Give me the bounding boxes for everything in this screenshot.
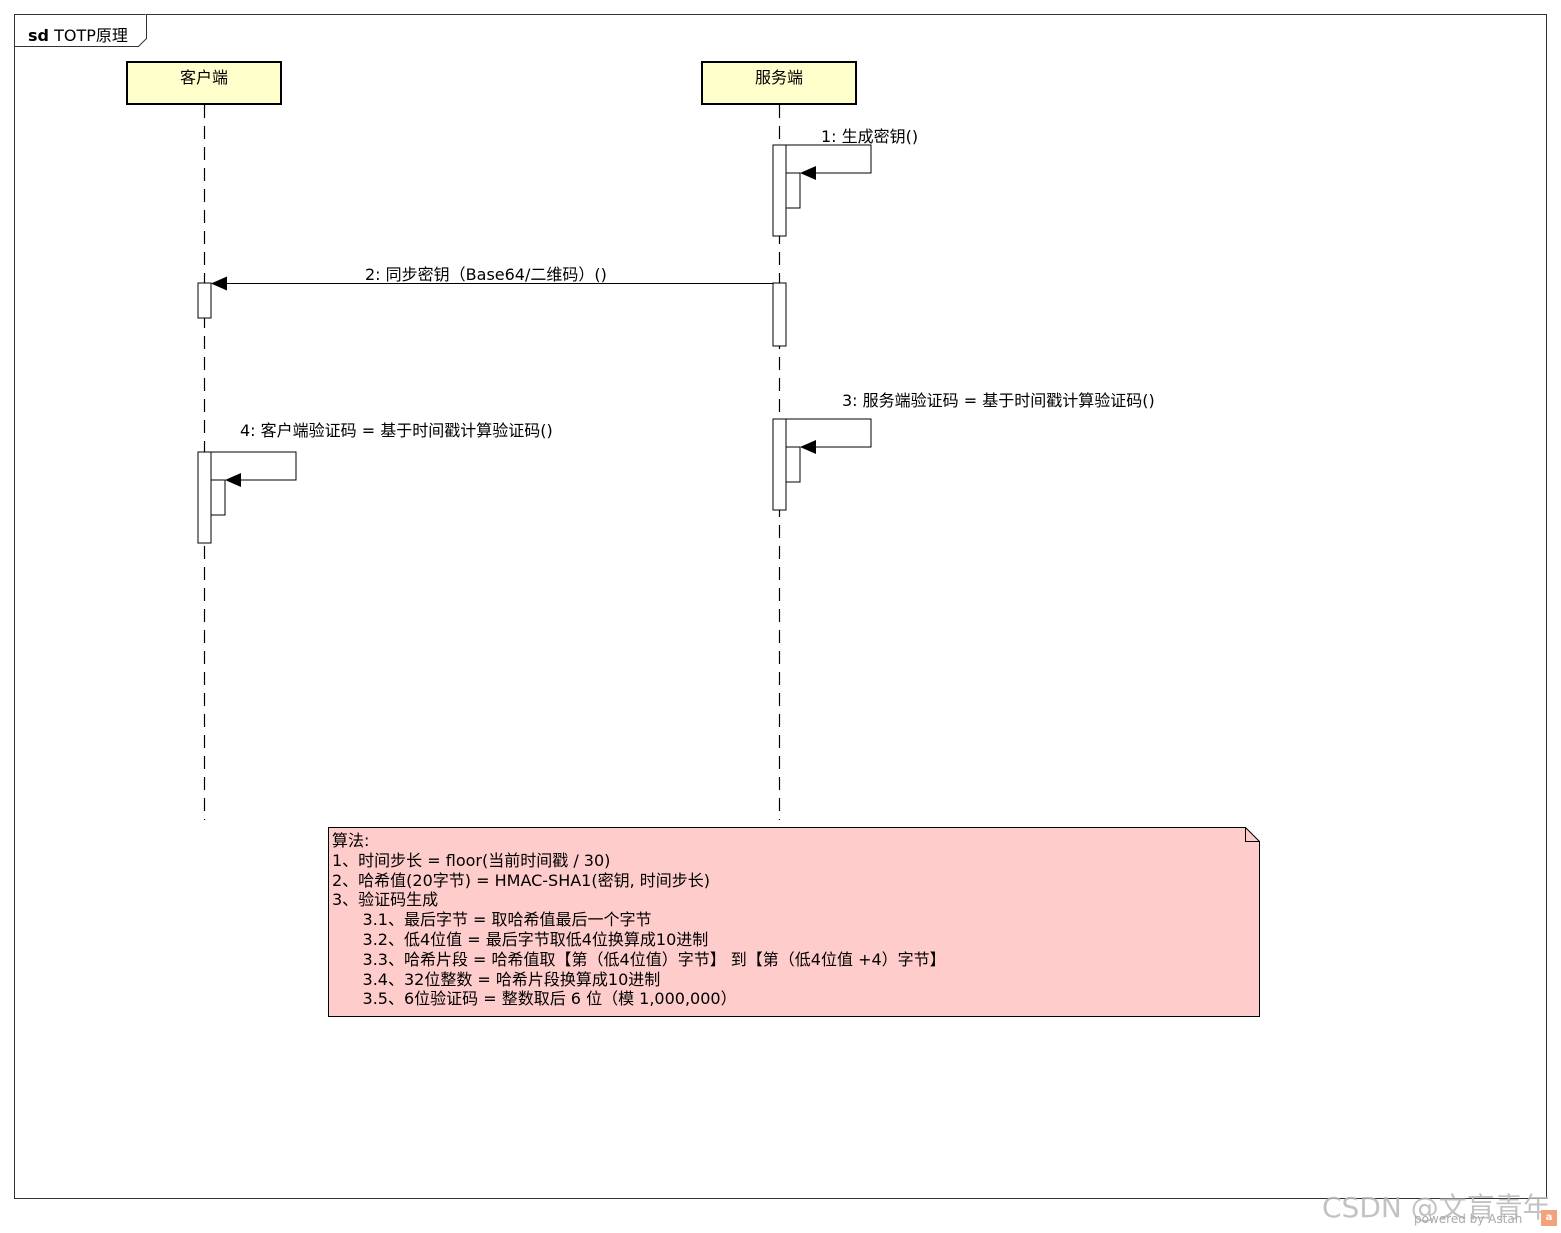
- message-3-arrow: [786, 418, 872, 454]
- frame-keyword: sd: [28, 26, 49, 45]
- frame-title: sd TOTP原理: [28, 22, 128, 46]
- server-activation-1: [772, 144, 787, 237]
- note-line: 3.1、最后字节 = 取哈希值最后一个字节: [332, 910, 652, 930]
- message-1-arrow: [786, 144, 872, 180]
- server-activation-1-nested: [785, 172, 801, 209]
- powered-by-label: powered by Astah: [1414, 1212, 1523, 1226]
- algorithm-note-text: 算法:1、时间步长 = floor(当前时间戳 / 30)2、哈希值(20字节)…: [332, 831, 946, 1009]
- note-line: 3.4、32位整数 = 哈希片段换算成10进制: [332, 969, 661, 989]
- server-activation-3-nested: [785, 446, 801, 483]
- note-line: 3.5、6位验证码 = 整数取后 6 位（模 1,000,000）: [332, 989, 737, 1009]
- message-4-label: 4: 客户端验证码 = 基于时间戳计算验证码(): [240, 421, 553, 440]
- server-lifeline-head[interactable]: 服务端: [701, 61, 857, 105]
- client-activation-4-nested: [210, 479, 226, 516]
- message-2-label: 2: 同步密钥（Base64/二维码）(): [365, 265, 607, 284]
- note-line: 3、验证码生成: [332, 890, 439, 910]
- note-line: 算法:: [332, 831, 370, 850]
- client-activation-2: [197, 282, 212, 319]
- diagram-frame: [14, 14, 1547, 1199]
- algorithm-note[interactable]: 算法:1、时间步长 = floor(当前时间戳 / 30)2、哈希值(20字节)…: [328, 827, 1260, 1017]
- message-4-arrow: [211, 451, 297, 487]
- note-line: 2、哈希值(20字节) = HMAC-SHA1(密钥, 时间步长): [332, 870, 711, 890]
- frame-name: TOTP原理: [54, 26, 128, 45]
- client-activation-4: [197, 451, 212, 544]
- server-activation-2: [772, 282, 787, 347]
- server-activation-3: [772, 418, 787, 511]
- astah-logo-icon: a: [1541, 1210, 1557, 1226]
- client-lifeline-head[interactable]: 客户端: [126, 61, 282, 105]
- note-line: 3.3、哈希片段 = 哈希值取【第（低4位值）字节】 到【第（低4位值 +4）字…: [332, 949, 946, 969]
- message-3-label: 3: 服务端验证码 = 基于时间戳计算验证码(): [842, 391, 1155, 410]
- note-line: 3.2、低4位值 = 最后字节取低4位换算成10进制: [332, 929, 709, 949]
- note-line: 1、时间步长 = floor(当前时间戳 / 30): [332, 850, 611, 870]
- csdn-watermark: CSDN @文盲青年: [1322, 1191, 1551, 1224]
- message-1-label: 1: 生成密钥(): [821, 127, 919, 146]
